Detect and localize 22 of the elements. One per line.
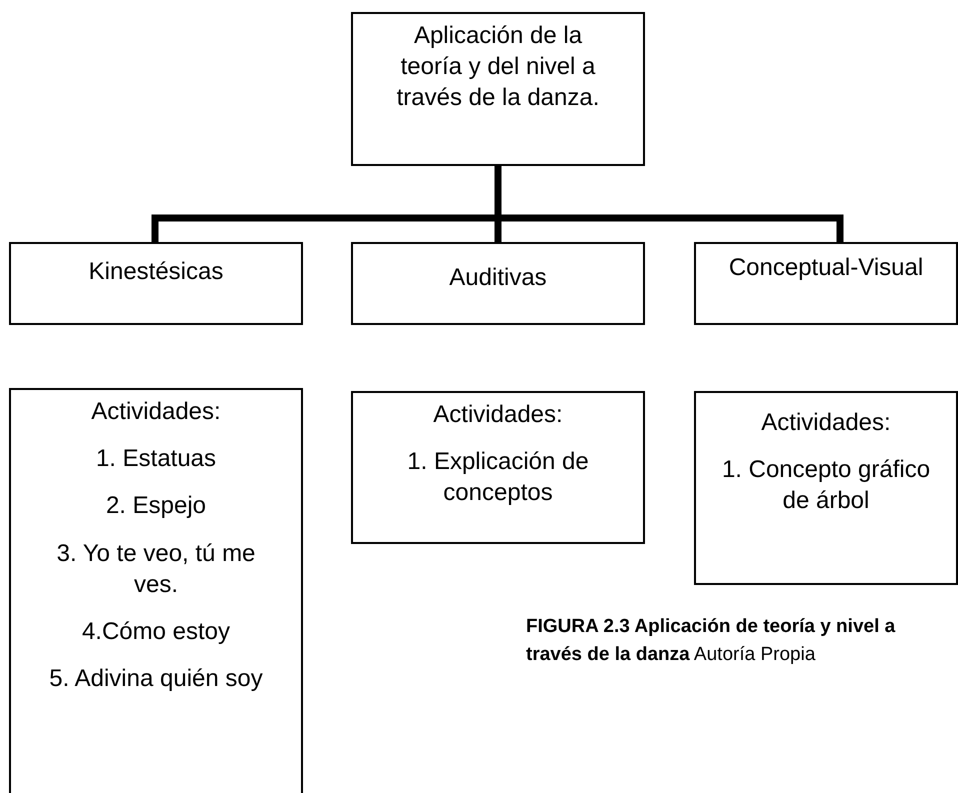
box-heading: Actividades: (432, 400, 564, 430)
activities-box (694, 391, 958, 585)
category-box (351, 12, 645, 166)
category-box (9, 242, 303, 325)
box-text: 1. Concepto gráfico de árbol (720, 455, 932, 516)
box-heading: Actividades: (90, 397, 222, 427)
box-text: Kinestésicas (88, 257, 224, 287)
box-text: 5. Adivina quién soy (48, 664, 264, 694)
box-heading: Actividades: (760, 408, 892, 438)
category-box (351, 242, 645, 325)
activities-box (9, 388, 303, 793)
box-text: 1. Explicación de conceptos (406, 447, 590, 508)
box-text: Aplicación de la teoría y del nivel a través de la danza. (396, 21, 600, 114)
figure-caption: FIGURA 2.3 Aplicación de teoría y nivel a través de la danza Autoría Propia (526, 615, 896, 667)
activities-box (351, 391, 645, 544)
category-box (694, 242, 958, 325)
box-text: 4.Cómo estoy (80, 616, 232, 647)
box-text: 2. Espejo (104, 491, 208, 522)
box-text: 3. Yo te veo, tú me ves. (56, 538, 256, 600)
box-text: Auditivas (448, 263, 548, 293)
box-text: Conceptual-Visual (728, 253, 924, 283)
box-text: 1. Estatuas (94, 444, 218, 474)
